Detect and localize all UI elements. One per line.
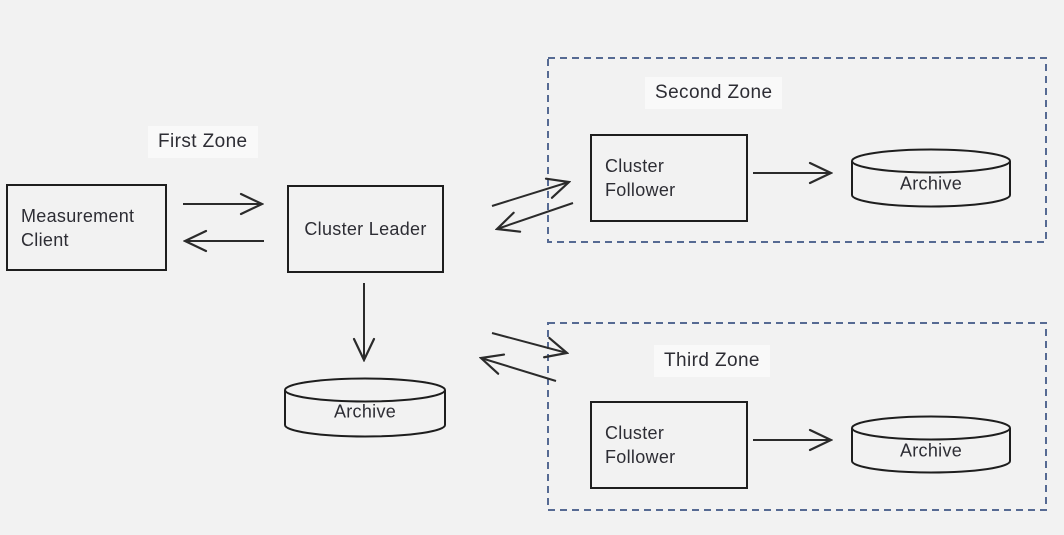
second-zone-follower-node[interactable]: Cluster Follower bbox=[590, 134, 748, 222]
third-zone-archive-cylinder[interactable] bbox=[851, 415, 1011, 474]
second-zone-follower-label: Cluster Follower bbox=[605, 156, 676, 200]
measurement-client-node[interactable]: Measurement Client bbox=[6, 184, 167, 271]
measurement-client-label: Measurement Client bbox=[21, 205, 135, 250]
cluster-leader-node[interactable]: Cluster Leader bbox=[287, 185, 444, 273]
first-zone-archive-cylinder[interactable] bbox=[284, 377, 446, 438]
arrow-archive-to-third-zone[interactable] bbox=[491, 332, 567, 353]
third-zone-follower-label: Cluster Follower bbox=[605, 423, 676, 467]
third-zone-archive-label: Archive bbox=[899, 440, 963, 461]
first-zone-archive-label: Archive bbox=[333, 401, 397, 422]
arrow-third-zone-to-archive[interactable] bbox=[481, 358, 557, 382]
third-zone-label: Third Zone bbox=[654, 345, 770, 377]
second-zone-label: Second Zone bbox=[645, 77, 783, 109]
cluster-leader-label: Cluster Leader bbox=[304, 219, 427, 239]
second-zone-boundary[interactable] bbox=[547, 57, 1047, 243]
arrow-second-follower-to-leader[interactable] bbox=[497, 202, 574, 229]
second-zone-archive-label: Archive bbox=[899, 173, 963, 194]
second-zone-archive-cylinder[interactable] bbox=[851, 148, 1011, 208]
first-zone-label: First Zone bbox=[148, 126, 258, 158]
third-zone-follower-node[interactable]: Cluster Follower bbox=[590, 401, 748, 489]
arrow-leader-to-second-follower[interactable] bbox=[491, 182, 569, 207]
third-zone-boundary[interactable] bbox=[547, 322, 1047, 511]
